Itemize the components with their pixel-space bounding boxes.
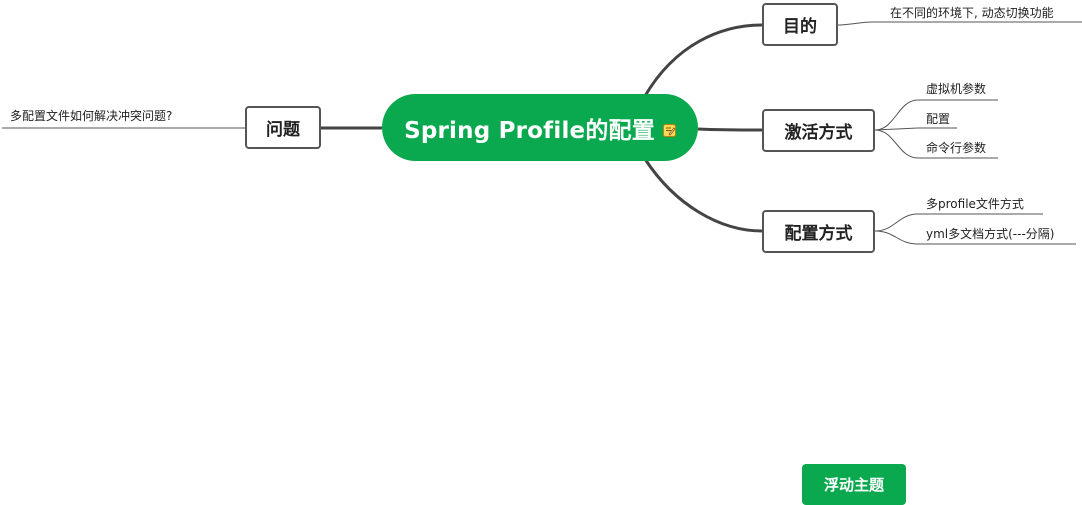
floating-topic-button[interactable]: 浮动主题 bbox=[802, 464, 906, 505]
leaf-purpose-1[interactable]: 在不同的环境下, 动态切换功能 bbox=[890, 6, 1054, 20]
topic-purpose[interactable]: 目的 bbox=[762, 3, 838, 46]
topic-activation-label: 激活方式 bbox=[784, 123, 853, 143]
central-topic[interactable]: Spring Profile的配置 bbox=[382, 94, 698, 161]
leaf-configuration-1[interactable]: 多profile文件方式 bbox=[926, 197, 1024, 211]
topic-problem[interactable]: 问题 bbox=[245, 106, 321, 149]
connector-purpose bbox=[643, 23, 763, 97]
central-topic-label: Spring Profile的配置 bbox=[404, 117, 655, 144]
leaf-connector-purpose bbox=[836, 21, 1082, 26]
floating-topic-button-label: 浮动主题 bbox=[823, 476, 884, 494]
leaf-problem-1[interactable]: 多配置文件如何解决冲突问题? bbox=[10, 109, 173, 123]
topic-configuration-label: 配置方式 bbox=[784, 224, 853, 244]
leaf-configuration-2[interactable]: yml多文档方式(---分隔) bbox=[926, 227, 1055, 241]
connector-activation bbox=[697, 127, 763, 132]
leaf-activation-3[interactable]: 命令行参数 bbox=[926, 141, 987, 155]
note-icon[interactable] bbox=[662, 122, 676, 137]
leaf-activation-2[interactable]: 配置 bbox=[926, 112, 951, 126]
topic-activation[interactable]: 激活方式 bbox=[762, 109, 875, 152]
topic-configuration[interactable]: 配置方式 bbox=[762, 210, 875, 253]
connector-configuration bbox=[643, 158, 763, 233]
leaf-connector-activation-2 bbox=[874, 127, 957, 131]
leaf-activation-1[interactable]: 虚拟机参数 bbox=[926, 82, 987, 96]
topic-purpose-label: 目的 bbox=[783, 17, 817, 37]
topic-problem-label: 问题 bbox=[266, 120, 300, 140]
